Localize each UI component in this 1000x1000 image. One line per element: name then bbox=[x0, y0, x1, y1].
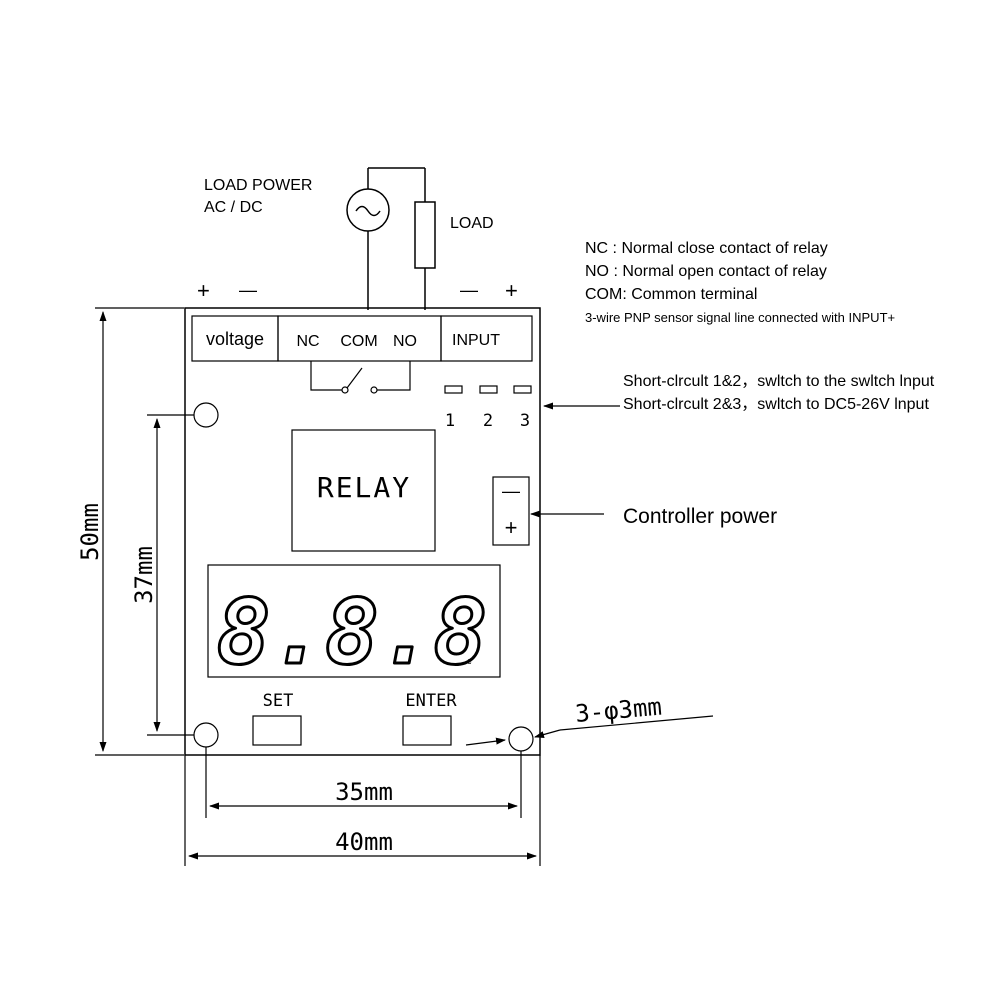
terminal-voltage: voltage bbox=[206, 329, 264, 349]
display-window bbox=[207, 564, 501, 678]
enter-button[interactable] bbox=[402, 715, 452, 746]
controller-power-label: Controller power bbox=[623, 505, 777, 528]
jumper-pin-2: 2 bbox=[483, 411, 493, 431]
jumper-pad-3 bbox=[513, 385, 532, 394]
terminal-input: INPUT bbox=[452, 332, 500, 349]
polarity-right-minus: — bbox=[460, 280, 478, 300]
polarity-left-minus: — bbox=[239, 280, 257, 300]
load-circuit bbox=[346, 167, 436, 310]
holes-leader-line bbox=[559, 715, 714, 731]
terminal-no: NO bbox=[393, 333, 417, 350]
terminal-nc: NC bbox=[296, 333, 319, 350]
dimension-50mm: 50mm bbox=[76, 503, 104, 561]
jumper-pin-1: 1 bbox=[445, 411, 455, 431]
jumper-pin-3: 3 bbox=[520, 411, 530, 431]
legend-pnp: 3-wire PNP sensor signal line connected … bbox=[585, 310, 895, 325]
controller-power-terminal bbox=[492, 476, 530, 546]
load-resistor bbox=[414, 201, 436, 269]
legend-no: NO : Normal open contact of relay bbox=[585, 263, 827, 280]
relay-contact-symbol bbox=[310, 361, 411, 394]
holes-leader-arrow-right bbox=[534, 729, 561, 738]
relay-block bbox=[291, 429, 436, 552]
load-power-label: LOAD POWER bbox=[204, 177, 312, 194]
polarity-left-plus: + bbox=[197, 278, 210, 303]
jumper-pad-1 bbox=[444, 385, 463, 394]
jumper-pad-2 bbox=[479, 385, 498, 394]
set-button[interactable] bbox=[252, 715, 302, 746]
ac-wave bbox=[355, 205, 381, 217]
enter-button-label: ENTER bbox=[405, 691, 457, 711]
dimension-holes: 3-φ3mm bbox=[574, 693, 663, 728]
mounting-hole-bottom-right bbox=[508, 726, 534, 752]
set-button-label: SET bbox=[263, 691, 294, 711]
legend-nc: NC : Normal close contact of relay bbox=[585, 240, 828, 257]
dimension-35mm: 35mm bbox=[335, 778, 393, 806]
dimension-37mm: 37mm bbox=[130, 546, 158, 604]
display-digits: 8.8.8 bbox=[217, 580, 488, 685]
polarity-right-plus: + bbox=[505, 278, 518, 303]
display-unit: c bbox=[467, 656, 472, 666]
mounting-hole-bottom-left bbox=[193, 722, 219, 748]
dimension-lines bbox=[95, 307, 714, 866]
holes-leader-arrow-left bbox=[465, 737, 506, 746]
mounting-hole-top-left bbox=[193, 402, 219, 428]
short-circuit-note-2: Short-clrcult 2&3，swltch to DC5-26V lnpu… bbox=[623, 396, 929, 413]
terminal-input-box bbox=[440, 315, 533, 362]
legend-com: COM: Common terminal bbox=[585, 286, 757, 303]
load-power-type: AC / DC bbox=[204, 199, 263, 216]
jumper-pads bbox=[444, 385, 532, 394]
terminal-strip bbox=[191, 315, 533, 362]
terminal-com: COM bbox=[340, 333, 377, 350]
controller-power-plus: + bbox=[505, 515, 518, 540]
load-label: LOAD bbox=[450, 215, 494, 232]
relay-label: RELAY bbox=[317, 471, 411, 504]
board-outline bbox=[184, 307, 541, 756]
short-circuit-note-1: Short-clrcult 1&2，swltch to the swltch l… bbox=[623, 373, 935, 390]
controller-power-minus: — bbox=[502, 481, 520, 501]
dimension-40mm: 40mm bbox=[335, 828, 393, 856]
